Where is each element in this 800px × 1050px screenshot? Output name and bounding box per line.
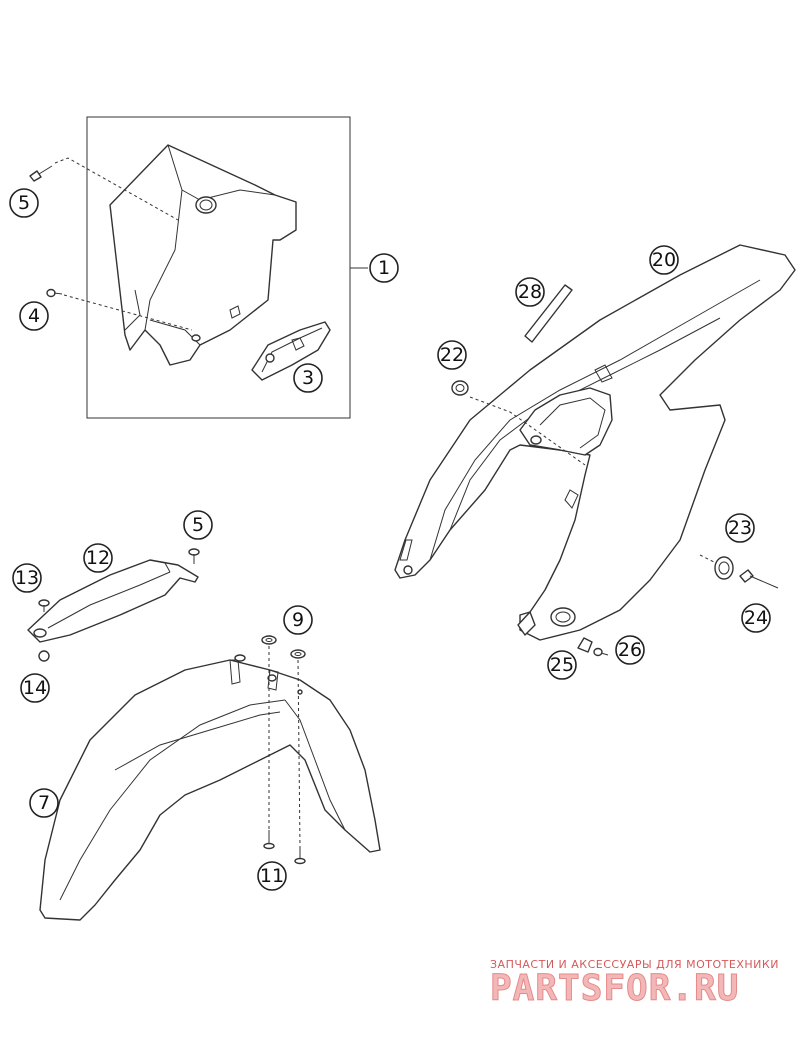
callout-4: 4 (19, 301, 49, 331)
screw-26[interactable] (593, 647, 609, 657)
bracket-12[interactable] (27, 559, 199, 643)
svg-text:24: 24 (744, 607, 768, 629)
svg-text:13: 13 (15, 567, 39, 589)
bolt-24[interactable] (739, 569, 779, 589)
screw-13[interactable] (38, 599, 50, 612)
callout-20: 20 (649, 245, 679, 275)
callout-5-upper: 5 (9, 188, 39, 218)
svg-text:25: 25 (550, 654, 574, 676)
callout-22: 22 (437, 340, 467, 370)
nut-22[interactable] (451, 380, 469, 396)
rubber-grommet-23[interactable] (714, 556, 734, 580)
callout-7: 7 (29, 788, 59, 818)
svg-text:4: 4 (28, 305, 40, 327)
callout-23: 23 (725, 513, 755, 543)
svg-text:12: 12 (86, 547, 110, 569)
svg-text:11: 11 (260, 865, 284, 887)
decal-strip[interactable] (524, 284, 573, 343)
callout-5-lower: 5 (183, 510, 213, 540)
rear-fender[interactable] (394, 244, 796, 641)
lens-cover-part[interactable] (251, 321, 331, 381)
callout-25: 25 (547, 650, 577, 680)
svg-text:23: 23 (728, 517, 752, 539)
watermark-caption: ЗАПЧАСТИ И АКСЕССУАРЫ ДЛЯ МОТОТЕХНИКИ (490, 958, 779, 971)
callout-9: 9 (283, 605, 313, 635)
svg-text:7: 7 (38, 792, 50, 814)
washer-9-right[interactable] (290, 649, 306, 659)
callout-28: 28 (515, 277, 545, 307)
headlight-mask[interactable] (109, 144, 297, 366)
bolt-11-right[interactable] (294, 848, 306, 865)
callout-26: 26 (615, 635, 645, 665)
svg-text:3: 3 (302, 367, 314, 389)
svg-text:22: 22 (440, 344, 464, 366)
front-fender[interactable] (39, 654, 381, 921)
callout-1: 1 (369, 253, 399, 283)
callout-14: 14 (20, 673, 50, 703)
bolt-11-left[interactable] (263, 830, 275, 850)
nut-14[interactable] (38, 650, 50, 662)
callout-3: 3 (293, 363, 323, 393)
svg-text:26: 26 (618, 639, 642, 661)
screw-5-lower[interactable] (188, 548, 200, 564)
watermark-logo: PARTSFOR.RU (490, 968, 739, 1009)
screw-5-upper[interactable] (29, 165, 53, 182)
washer-25[interactable] (577, 637, 593, 653)
svg-text:20: 20 (652, 249, 676, 271)
callout-13: 13 (12, 563, 42, 593)
washer-9-left[interactable] (261, 635, 277, 645)
svg-text:14: 14 (23, 677, 47, 699)
svg-text:5: 5 (18, 192, 30, 214)
svg-text:28: 28 (518, 281, 542, 303)
screw-4[interactable] (46, 288, 63, 298)
callout-11: 11 (257, 861, 287, 891)
svg-text:9: 9 (292, 609, 304, 631)
callout-12: 12 (83, 543, 113, 573)
svg-text:5: 5 (192, 514, 204, 536)
svg-text:1: 1 (378, 257, 390, 279)
callout-24: 24 (741, 603, 771, 633)
